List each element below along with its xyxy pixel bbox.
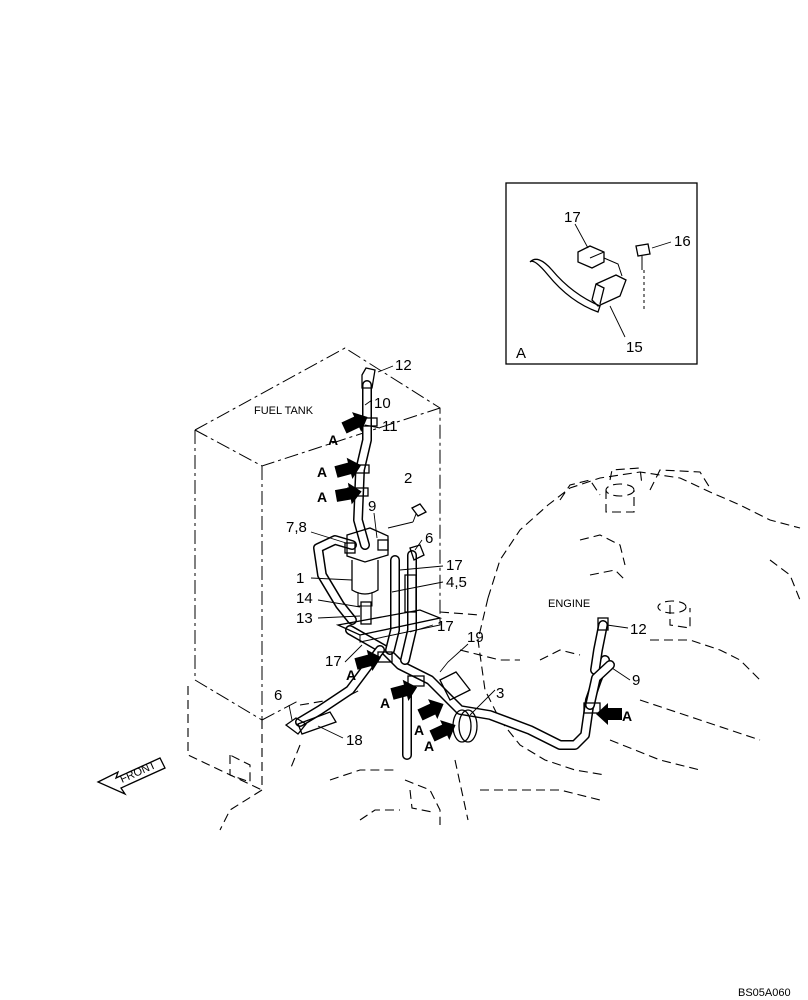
hose-vertical-right bbox=[385, 550, 417, 665]
arrow-a-label-2: A bbox=[317, 464, 327, 480]
callout-18: 18 bbox=[346, 732, 363, 749]
callout-11: 11 bbox=[382, 418, 398, 435]
mounting-bracket bbox=[335, 574, 443, 643]
callout-7-8: 7,8 bbox=[286, 519, 307, 536]
callout-3: 3 bbox=[496, 685, 504, 702]
detail-leader-lines bbox=[574, 223, 672, 338]
callout-12-top: 12 bbox=[395, 357, 412, 374]
detail-callout-16: 16 bbox=[674, 233, 691, 250]
arrow-a-label-6: A bbox=[414, 722, 424, 738]
hose-lower-left bbox=[295, 645, 385, 727]
detail-a-box bbox=[505, 182, 698, 365]
front-arrow: FRONT bbox=[96, 757, 166, 796]
engine-outline bbox=[477, 467, 801, 776]
callout-6-bottom: 6 bbox=[274, 687, 282, 704]
arrow-a-label-8: A bbox=[622, 708, 632, 724]
drawing-code: BS05A060 bbox=[738, 987, 791, 999]
callout-9-top: 9 bbox=[368, 498, 376, 515]
bolt bbox=[387, 503, 427, 529]
direction-arrows bbox=[334, 412, 622, 742]
callout-2: 2 bbox=[404, 470, 412, 487]
tank-base-outline bbox=[187, 686, 331, 791]
leader-lines bbox=[288, 365, 631, 739]
fittings bbox=[284, 367, 609, 735]
arrow-a-label-5: A bbox=[380, 695, 390, 711]
callout-17-b: 17 bbox=[437, 618, 454, 635]
callout-13: 13 bbox=[296, 610, 313, 627]
callout-17-a: 17 bbox=[446, 557, 463, 574]
arrow-a-label-3: A bbox=[317, 489, 327, 505]
detail-callout-17: 17 bbox=[564, 209, 581, 226]
callout-6-top: 6 bbox=[425, 530, 433, 547]
fuel-filter bbox=[344, 527, 389, 607]
callout-14: 14 bbox=[296, 590, 313, 607]
detail-callout-15: 15 bbox=[626, 339, 643, 356]
callout-12-right: 12 bbox=[630, 621, 647, 638]
hose-clamps bbox=[347, 417, 601, 714]
front-label: FRONT bbox=[118, 759, 158, 785]
callout-9-right: 9 bbox=[632, 672, 640, 689]
callout-17-c: 17 bbox=[325, 653, 342, 670]
hose-return-vertical bbox=[353, 380, 372, 550]
arrow-a-label-4: A bbox=[346, 667, 356, 683]
detail-a-label: A bbox=[516, 345, 526, 362]
detail-screw bbox=[635, 243, 651, 310]
callout-1: 1 bbox=[296, 570, 304, 587]
fuel-tank-outline bbox=[194, 347, 441, 721]
callout-19: 19 bbox=[467, 629, 484, 646]
callout-4-5: 4,5 bbox=[446, 574, 467, 591]
callout-10: 10 bbox=[374, 395, 391, 412]
engine-label: ENGINE bbox=[548, 598, 590, 610]
detail-clamp-band bbox=[529, 245, 627, 313]
arrow-a-label-7: A bbox=[424, 738, 434, 754]
hose-engine-to-tank bbox=[585, 620, 615, 710]
fuel-tank-label: FUEL TANK bbox=[254, 405, 314, 417]
arrow-a-label-1: A bbox=[328, 432, 338, 448]
